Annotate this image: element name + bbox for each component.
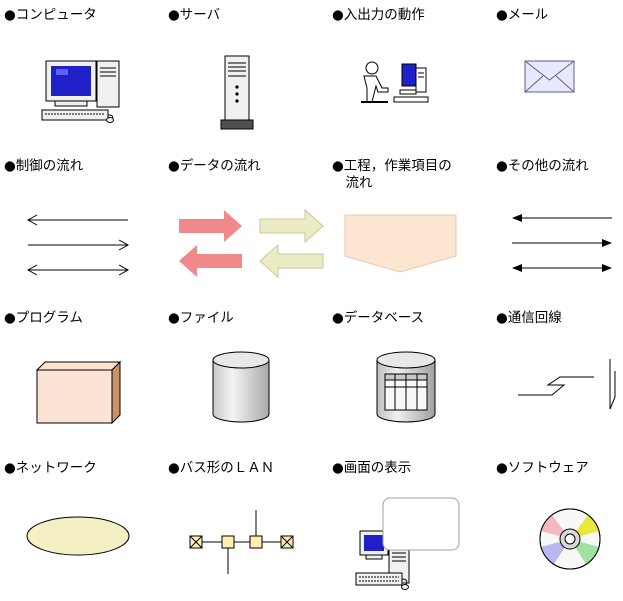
label-software: ●ソフトウェア — [496, 460, 589, 476]
label-control-flow: ●制御の流れ — [4, 158, 84, 174]
ellipse-icon — [26, 516, 132, 558]
label-mail: ●メール — [496, 7, 549, 23]
database-icon — [376, 350, 438, 424]
label-file: ●ファイル — [168, 310, 234, 326]
computer-icon — [40, 58, 120, 124]
lightning-line-icon — [516, 357, 620, 413]
pentagon-arrow-icon — [344, 214, 458, 274]
cylinder-icon — [212, 350, 272, 424]
label-database: ●データベース — [332, 310, 425, 326]
label-network: ●ネットワーク — [4, 460, 97, 476]
box-icon — [35, 360, 124, 425]
server-icon — [219, 54, 255, 130]
label-other-flow: ●その他の流れ — [496, 158, 589, 174]
label-data-flow: ●データの流れ — [168, 158, 261, 174]
label-bus-lan: ●バス形のＬＡＮ — [168, 460, 275, 476]
bus-lan-icon — [188, 508, 296, 576]
label-computer: ●コンピュータ — [4, 7, 97, 23]
block-arrows-icon — [178, 208, 326, 279]
label-screen-display: ●画面の表示 — [332, 460, 412, 476]
envelope-icon — [524, 60, 576, 94]
label-io-operation: ●入出力の動作 — [332, 7, 425, 23]
person-at-computer-icon — [358, 60, 430, 104]
label-program: ●プログラム — [4, 310, 83, 326]
cd-disc-icon — [538, 507, 602, 571]
label-comm-line: ●通信回線 — [496, 310, 562, 326]
label-process-flow: ●工程，作業項目の 流れ — [332, 158, 452, 191]
solid-arrows-icon — [510, 211, 616, 273]
computer-with-window-icon — [354, 497, 462, 599]
label-server: ●サーバ — [168, 7, 221, 23]
thin-arrows-icon — [26, 213, 132, 276]
